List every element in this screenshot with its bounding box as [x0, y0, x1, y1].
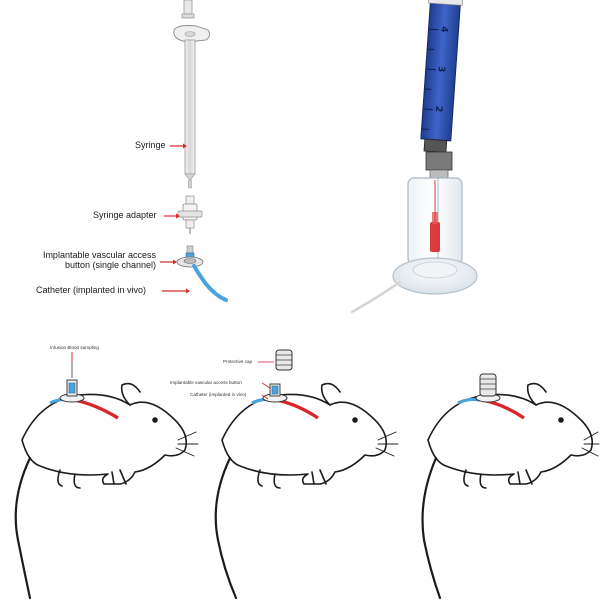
syringe-label: Syringe — [135, 140, 166, 150]
panel2-catheter-label: Catheter (implanted in vivo) — [190, 392, 247, 397]
panel2-access-button-label: Implantable vascular access button — [170, 380, 242, 385]
catheter-arrow — [162, 288, 190, 294]
access-button-arrow — [160, 259, 177, 265]
access-button-label-line2: button (single channel) — [64, 260, 156, 271]
assembled-syringe-illustration: 4 3 2 — [350, 0, 478, 314]
catheter-label: Catheter (implanted in vivo) — [36, 285, 147, 295]
svg-text:2: 2 — [433, 106, 443, 113]
adapter-arrow — [164, 213, 180, 219]
access-button-label-line1: Implantable vascular access — [42, 250, 156, 260]
label-leader-lines — [258, 361, 274, 400]
rat-panel-1 — [14, 352, 199, 600]
rat-illustration — [214, 382, 399, 600]
vessel-red-line — [481, 398, 525, 420]
catheter-tube-icon — [192, 264, 228, 302]
syringe-adapter-label: Syringe adapter — [93, 210, 157, 220]
infusion-label: Infusion Blood sampling — [50, 345, 99, 350]
vessel-red-line — [275, 398, 319, 420]
syringe-arrow — [170, 143, 187, 149]
svg-text:4: 4 — [438, 26, 448, 33]
syringe-icon — [173, 0, 211, 189]
rat-panel-3 — [421, 373, 600, 600]
vessel-red-line — [73, 398, 119, 420]
vascular-access-button-icon — [59, 360, 85, 403]
vascular-access-button-icon — [262, 383, 288, 403]
rat-illustration — [14, 382, 199, 600]
protective-cap-icon — [479, 373, 497, 397]
protective-cap-icon — [275, 349, 293, 371]
access-button-label: Implantable vascular access button (sing… — [26, 250, 156, 271]
protective-cap-label: Protective cap — [223, 359, 253, 364]
svg-text:3: 3 — [436, 66, 446, 73]
vascular-access-button-icon — [176, 245, 204, 268]
syringe-adapter-icon — [177, 195, 203, 234]
rat-illustration — [421, 382, 600, 600]
rat-panel-2 — [214, 349, 399, 600]
